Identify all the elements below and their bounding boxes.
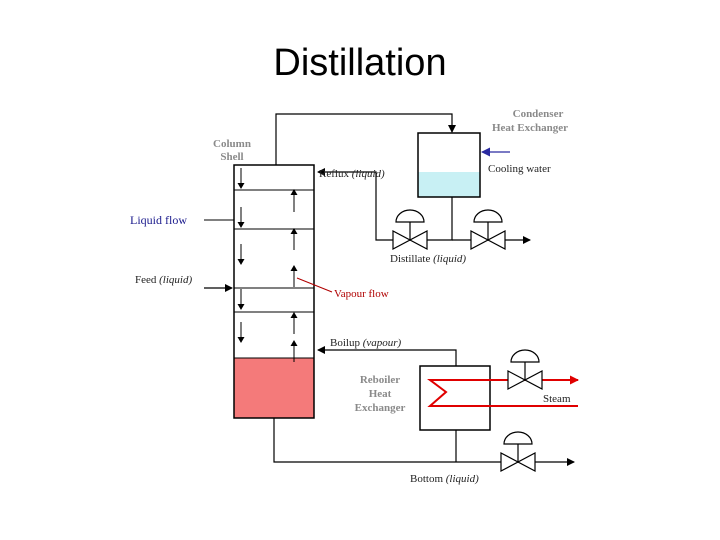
liquid-flow-label: Liquid flow — [130, 213, 187, 227]
overhead-vapour-line — [275, 113, 456, 165]
column-shell — [233, 164, 315, 419]
distillate-label: Distillate (liquid) — [390, 253, 466, 265]
bottom-valve[interactable] — [500, 431, 536, 472]
bottom-label: Bottom (liquid) — [410, 473, 479, 485]
vapour-flow-pointer — [296, 277, 333, 293]
vapour-flow-label: Vapour flow — [334, 288, 389, 300]
reboiler-label-line2: Heat — [369, 388, 392, 400]
boilup-label: Boilup (vapour) — [330, 337, 402, 349]
reflux-valve[interactable] — [392, 209, 428, 250]
condenser-drum — [417, 132, 481, 198]
feed-label: Feed (liquid) — [135, 274, 192, 286]
condenser-label-line2: Heat Exchanger — [492, 122, 568, 134]
reflux-label: Reflux (liquid) — [319, 168, 385, 180]
bottoms-line — [273, 418, 575, 466]
cooling-water-label: Cooling water — [488, 163, 551, 175]
reflux-line — [317, 168, 453, 241]
column-trays — [234, 189, 314, 359]
steam-label: Steam — [543, 393, 571, 405]
reboiler-label-line1: Reboiler — [360, 374, 400, 386]
column-label-line2: Shell — [220, 151, 243, 163]
distillate-valve[interactable] — [470, 209, 506, 250]
steam-valve[interactable] — [507, 349, 543, 390]
reboiler-exchanger — [419, 365, 491, 431]
column-label-line1: Column — [213, 138, 251, 150]
condenser-label-line1: Condenser — [513, 108, 564, 120]
column-bottoms-liquid — [234, 358, 314, 418]
page-title: Distillation — [273, 42, 447, 84]
reboiler-label-line3: Exchanger — [355, 402, 406, 414]
